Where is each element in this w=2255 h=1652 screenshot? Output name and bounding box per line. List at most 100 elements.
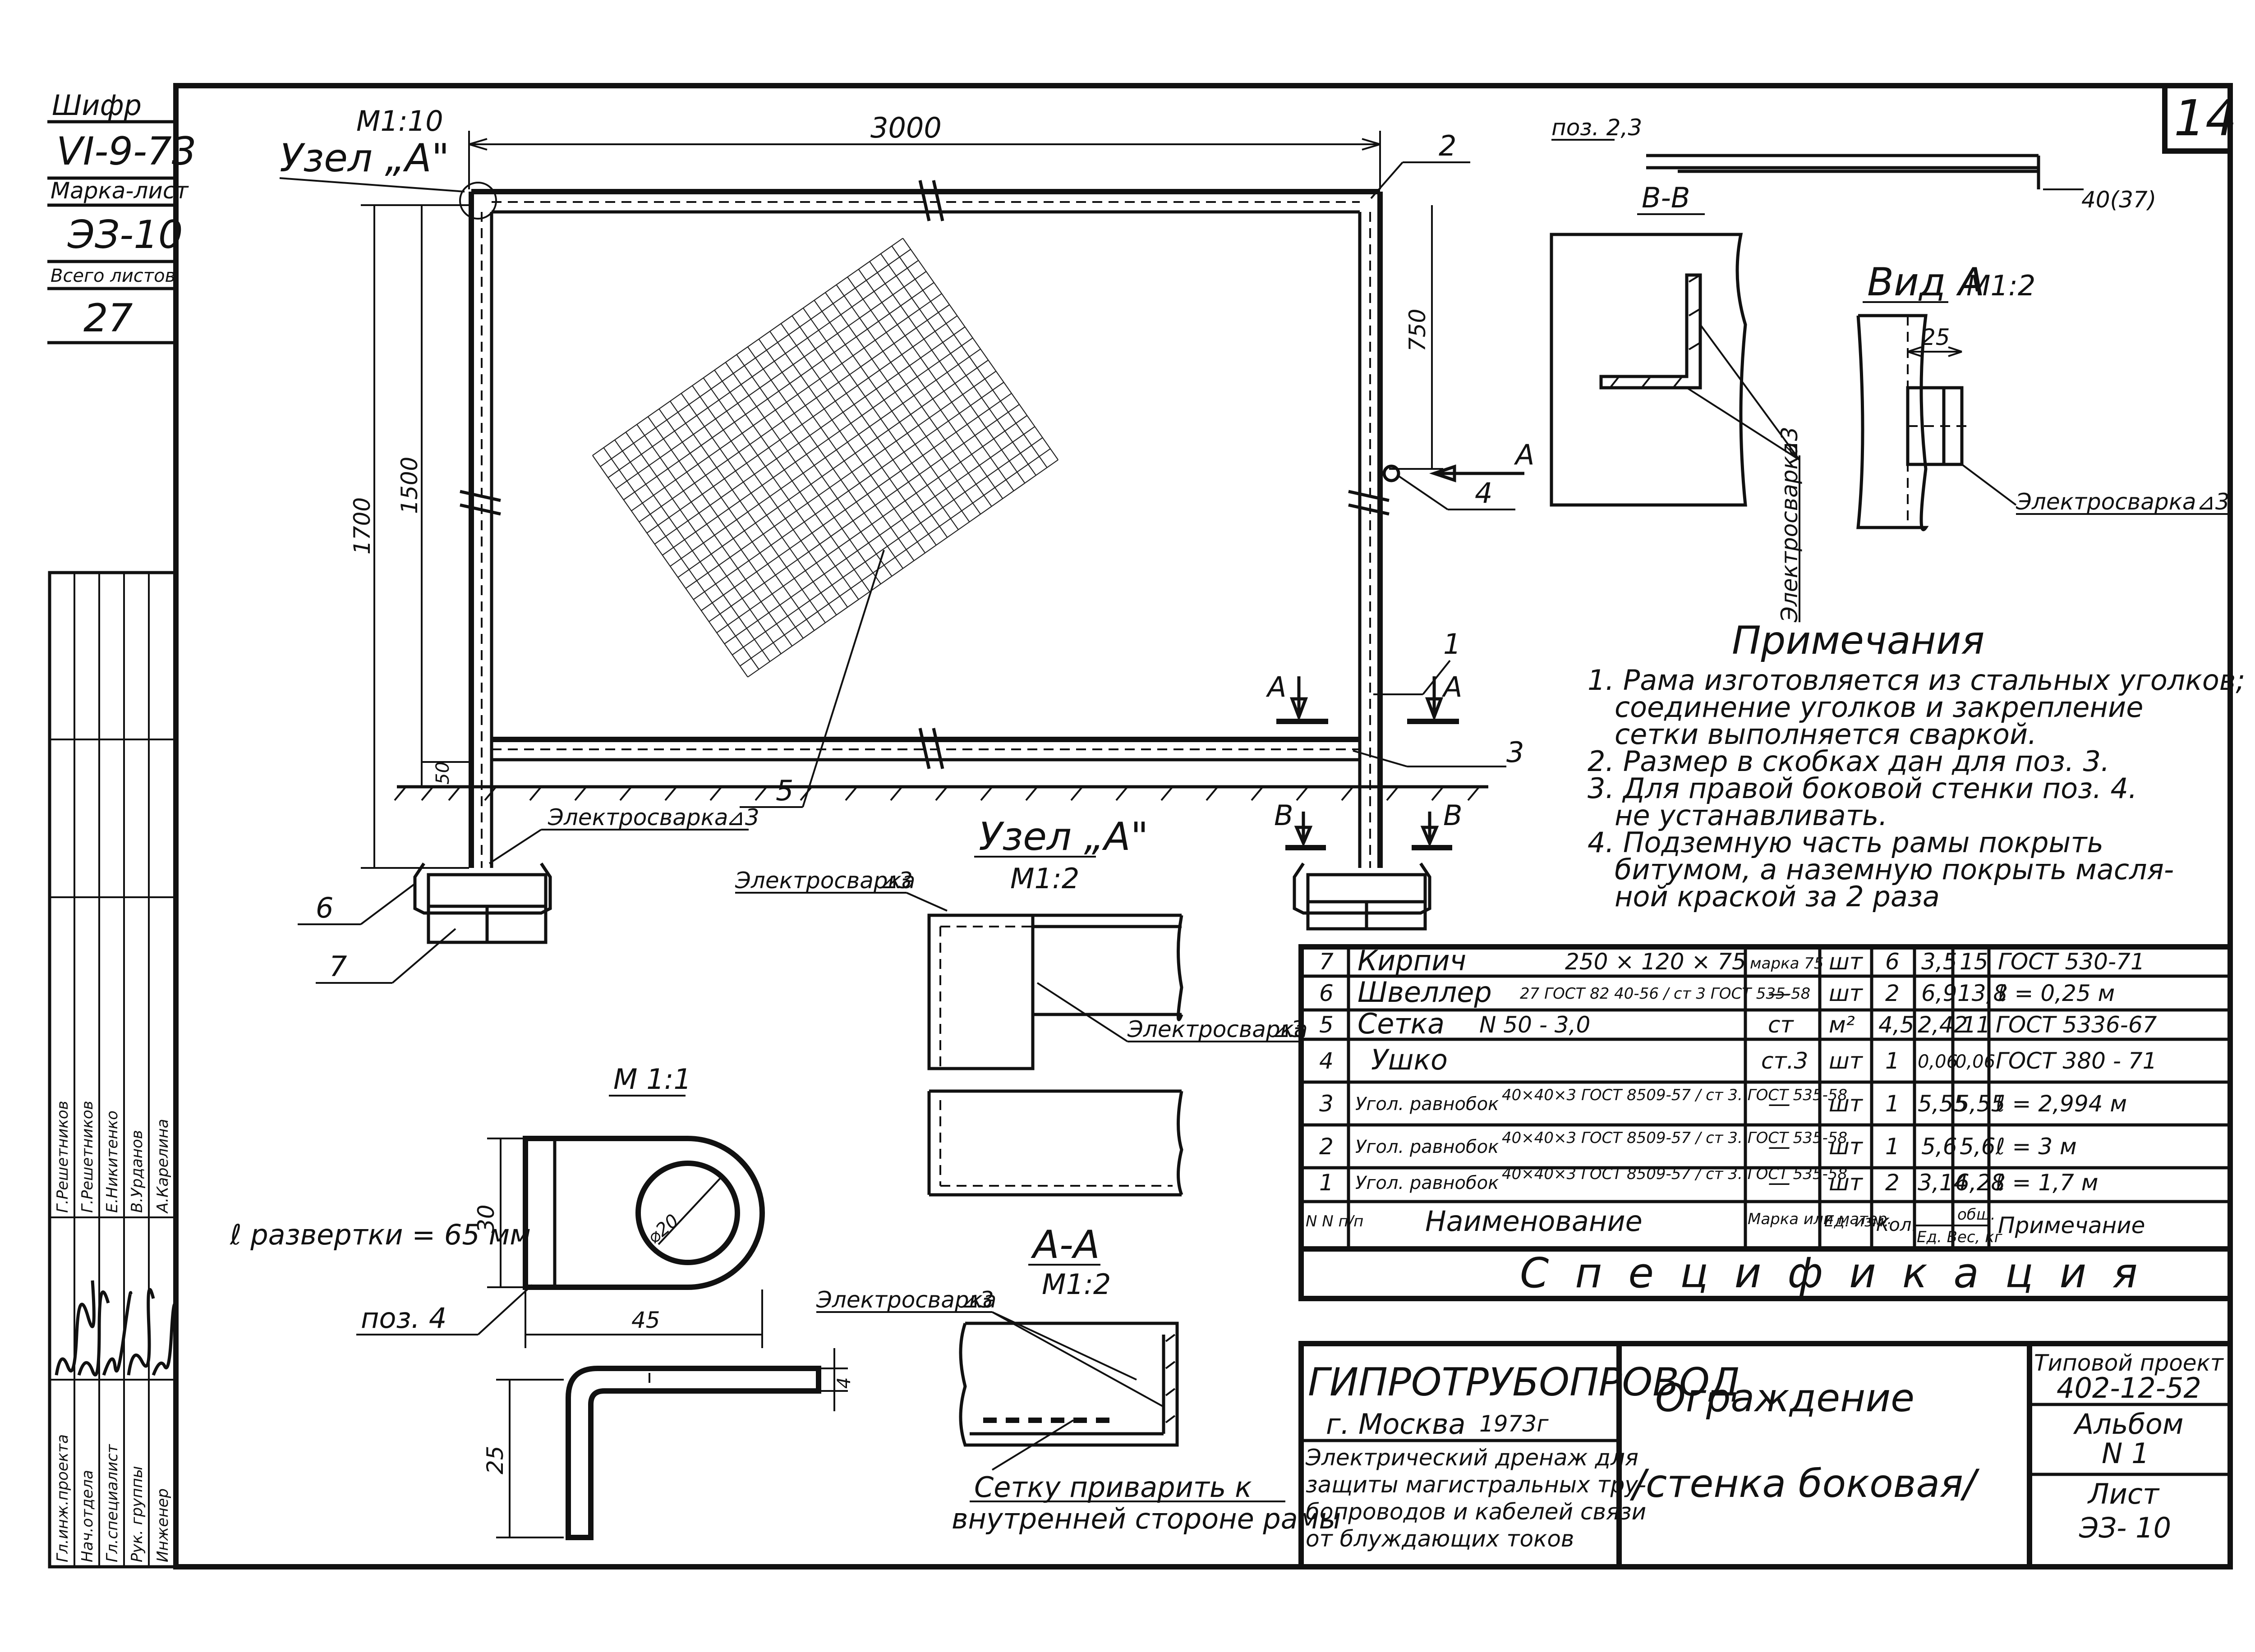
spec-h-qty: Кол.: [1876, 1215, 1917, 1235]
spec-r5-num: 5: [1319, 1012, 1334, 1038]
vsego-value: 27: [83, 296, 133, 341]
spec-r2-sub: 40×40×3 ГОСТ 8509-57 / ст 3. ГОСТ 535-58: [1502, 1129, 1847, 1147]
spec-h-w2: общ.: [1957, 1206, 1996, 1224]
sheet-code: ЭЗ- 10: [2079, 1511, 2171, 1544]
note-line-3: сетки выполняется сваркой.: [1615, 718, 2037, 751]
note-line-5: 3. Для правой боковой стенки поз. 4.: [1588, 772, 2137, 805]
spec-r6-qty: 2: [1885, 980, 1900, 1006]
desc-line-2: защиты магистральных тру-: [1306, 1472, 1646, 1498]
spec-r4-mat: ст.3: [1761, 1048, 1808, 1074]
signature-scribble-2: [77, 1290, 110, 1377]
spec-r1-qty: 2: [1885, 1170, 1900, 1196]
marka-label: Марка-лист: [51, 178, 189, 204]
notes-block: Примечания 1. Рама изготовляется из стал…: [1588, 618, 2245, 913]
spec-r1-sub: 40×40×3 ГОСТ 8509-57 / ст 3. ГОСТ 535-58: [1502, 1165, 1847, 1183]
signature-columns: Гл.инж.проекта Нач.отдела Гл.специалист …: [50, 573, 178, 1567]
spec-r7-unit: шт: [1829, 949, 1864, 975]
section-aa-label: А-А: [1031, 1222, 1100, 1267]
spec-r2-w1: 5,6: [1921, 1133, 1957, 1160]
wire-mesh: [592, 238, 1059, 678]
role-2: Нач.отдела: [78, 1470, 97, 1562]
spec-r1-name: Угол. равнобок: [1355, 1173, 1499, 1193]
spec-title: Спецификация: [1520, 1249, 2164, 1297]
weld-mark-main: ⊿3: [726, 804, 759, 831]
spec-r1-unit: шт: [1829, 1170, 1864, 1196]
spec-h-w1: Ед. Вес, кг: [1917, 1228, 2003, 1246]
album-label: Альбом: [2073, 1408, 2184, 1441]
role-4: Рук. группы: [128, 1466, 146, 1562]
arrow-a-label: А: [1514, 438, 1534, 471]
ear-side-bent: [566, 1366, 821, 1540]
spec-r2-note: ℓ = 3 м: [1995, 1133, 2077, 1160]
spec-h-name: Наименование: [1425, 1205, 1643, 1238]
spec-r7-sub: 250 × 120 × 75: [1565, 949, 1746, 975]
shifr-value: VI-9-73: [56, 129, 196, 174]
node-a-weld-top: Электросварка: [735, 867, 915, 894]
marka-value: ЭЗ-10: [67, 212, 183, 257]
section-a-right: А: [1441, 670, 1462, 703]
section-a-left: А: [1266, 670, 1286, 703]
spec-r7-name: Кирпич: [1358, 944, 1466, 977]
spec-r5-w2: 11: [1962, 1012, 1991, 1038]
note-line-1: 1. Рама изготовляется из стальных уголко…: [1588, 664, 2245, 697]
spec-r3-name: Угол. равнобок: [1355, 1094, 1499, 1115]
spec-r3-w1: 5,55: [1918, 1091, 1968, 1117]
weld-label-main: Электросварка: [548, 804, 728, 831]
person-4: В.Урданов: [128, 1130, 146, 1213]
spec-r3-unit: шт: [1829, 1091, 1864, 1117]
note-line-9: ной краской за 2 раза: [1615, 880, 1940, 913]
node-a-callout: Узел „А": [280, 136, 449, 181]
view-a-scale: М1:2: [1966, 269, 2035, 302]
spec-r3-sub: 40×40×3 ГОСТ 8509-57 / ст 3. ГОСТ 535-58: [1502, 1086, 1847, 1104]
spec-r5-qty: 4,5: [1878, 1012, 1914, 1038]
desc-line-4: от блуждающих токов: [1306, 1526, 1574, 1552]
spec-r6-sub: 27 ГОСТ 82 40-56 / ст 3 ГОСТ 535-58: [1520, 985, 1810, 1003]
sheet-label: Лист: [2087, 1478, 2160, 1510]
spec-r5-note: ГОСТ 5336-67: [1996, 1012, 2157, 1038]
pos-5: 5: [776, 774, 793, 807]
spec-r6-w1: 6,9: [1921, 980, 1957, 1006]
shifr-label: Шифр: [52, 89, 142, 122]
dim-height-total: 1700: [349, 497, 375, 555]
org-name: ГИПРОТРУБОПРОВОД: [1308, 1360, 1740, 1405]
section-bb-label: В-В: [1642, 181, 1690, 214]
view-a-detail: Вид А М1:2 25 Электросварка ⊿3: [1856, 260, 2230, 532]
node-a-marker: [459, 182, 497, 220]
view-a-weld: Электросварка: [2016, 489, 2196, 515]
person-2: Г.Решетников: [78, 1101, 97, 1213]
node-a-detail: Узел „А" М1:2 Электросварка ⊿3 Электросв…: [735, 814, 1307, 1197]
spec-h-note: Примечание: [1998, 1212, 2145, 1239]
angle-section: [1599, 273, 1702, 390]
view-a-dim: 25: [1921, 324, 1950, 350]
dim-ground: 50: [433, 762, 453, 785]
spec-r3-qty: 1: [1885, 1091, 1900, 1117]
channel-right: [1293, 863, 1431, 915]
year: 1973г: [1479, 1411, 1549, 1437]
spec-r4-unit: шт: [1829, 1048, 1864, 1074]
spec-h-unit: Ед. изм.: [1824, 1212, 1889, 1230]
pos-6: 6: [316, 891, 333, 924]
desc-line-3: бопроводов и кабелей связи: [1306, 1499, 1646, 1525]
section-aa-note-2: внутренней стороне рамы: [952, 1502, 1341, 1535]
spec-r3-mat: —: [1768, 1091, 1790, 1117]
ear-width-dim: 45: [631, 1307, 660, 1333]
person-5: А.Карелина: [154, 1119, 172, 1214]
section-aa-scale: М1:2: [1042, 1268, 1111, 1301]
city: г. Москва: [1326, 1408, 1466, 1441]
spec-r2-w2: 5,6: [1960, 1133, 1996, 1160]
drawing-subtitle: /стенка боковая/: [1629, 1461, 1980, 1506]
album-num: N 1: [2102, 1437, 2149, 1470]
sheet-number-box: [2162, 83, 2233, 154]
spec-r1-mat: —: [1768, 1170, 1790, 1196]
title-block: ГИПРОТРУБОПРОВОД г. Москва 1973г Электри…: [1298, 1341, 2233, 1569]
spec-r4-w1: 0,06: [1918, 1051, 1958, 1072]
pos-2: 2: [1439, 129, 1456, 162]
spec-r5-unit: м²: [1829, 1012, 1855, 1038]
pos-3: 3: [1506, 736, 1524, 769]
section-aa-detail: А-А М1:2 Электросварка ⊿3 Сетку приварит…: [816, 1222, 1341, 1535]
role-5: Инженер: [154, 1488, 172, 1562]
ear-bottom-dim: 25: [482, 1446, 508, 1474]
dim-width: 3000: [870, 111, 942, 144]
spec-r1-w2: 6,28: [1955, 1170, 2005, 1196]
ear-hole: [635, 1161, 740, 1265]
